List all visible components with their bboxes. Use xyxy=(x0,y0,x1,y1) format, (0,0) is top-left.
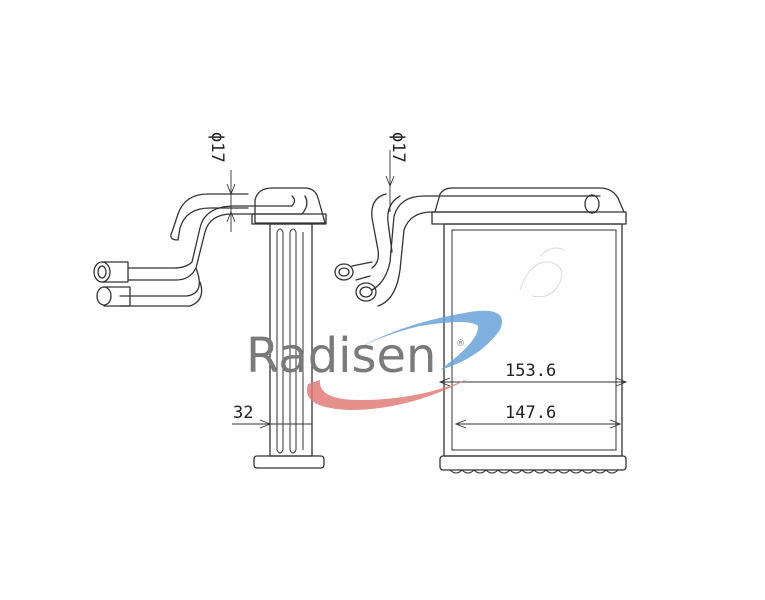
registered-mark: ® xyxy=(456,339,465,349)
core-width-label: 147.6 xyxy=(505,403,556,423)
front-pipe-diameter-label: ϕ17 xyxy=(388,132,408,163)
logo-swoosh-red xyxy=(306,378,470,410)
side-top-tank xyxy=(254,187,326,224)
watermark-emblem xyxy=(519,247,565,298)
front-top-tank xyxy=(434,187,625,213)
brand-logo: Radisen ® xyxy=(246,310,502,410)
front-view: ϕ17 153.6 147.6 xyxy=(334,132,628,474)
front-bottom-tank xyxy=(439,455,627,471)
side-inlet-end xyxy=(93,261,111,283)
side-pipe-diameter-label: ϕ17 xyxy=(207,132,227,163)
front-top-flange xyxy=(431,211,627,225)
brand-name: Radisen xyxy=(246,328,436,384)
front-inlet-end xyxy=(334,263,354,281)
logo-swoosh-blue xyxy=(312,310,502,386)
side-bottom-tank xyxy=(253,455,325,469)
front-pipe-end xyxy=(584,194,600,214)
core-thickness-label: 32 xyxy=(233,403,253,423)
overall-width-label: 153.6 xyxy=(505,361,556,381)
side-outlet-end xyxy=(96,286,112,306)
side-lower-pipe xyxy=(119,281,203,307)
front-upper-pipe xyxy=(377,211,597,307)
front-outlet-end xyxy=(355,282,377,302)
side-upper-pipe xyxy=(127,195,308,281)
side-view: ϕ17 32 xyxy=(93,132,327,469)
side-core-tubes xyxy=(276,232,304,450)
